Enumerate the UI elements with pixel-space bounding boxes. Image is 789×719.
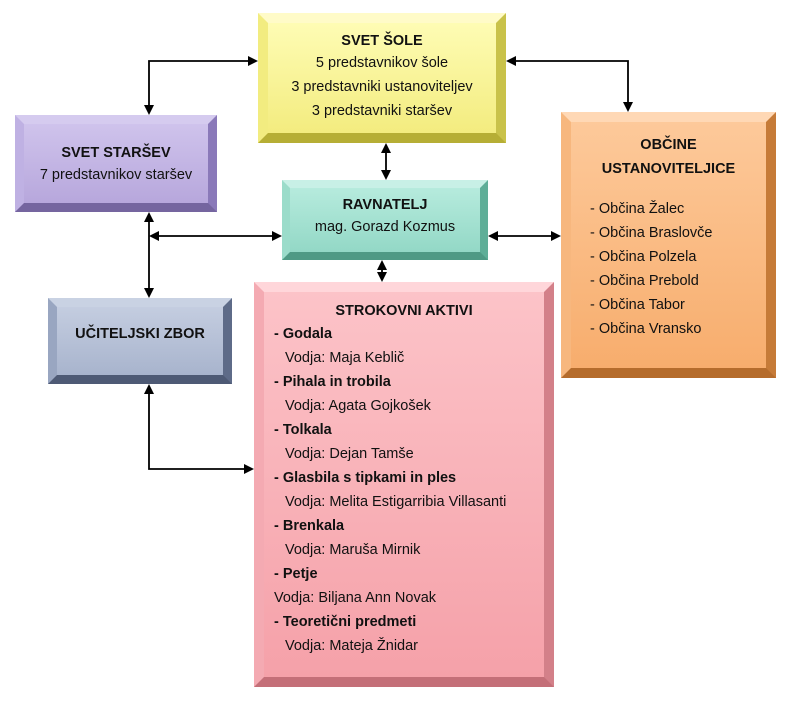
aktivi-list: - Godala Vodja: Maja Keblič - Pihala in … [264, 322, 544, 658]
svet-sole-line: 5 predstavnikov šole [315, 55, 449, 71]
svet-starsev-box: SVET STARŠEV 7 predstavnikov staršev [15, 115, 217, 212]
connector-zbor-aktivi [144, 384, 254, 474]
obcina-item: - Občina Prebold [590, 273, 699, 289]
obcina-item: - Občina Braslovče [590, 225, 713, 241]
connector-sole-starsev [144, 56, 258, 115]
uciteljski-zbor-face [57, 307, 223, 375]
obcina-item: - Občina Polzela [590, 249, 697, 265]
svet-sole-line: 3 predstavniki staršev [311, 103, 453, 119]
aktiv-group-name: - Teoretični predmeti [274, 614, 417, 630]
aktiv-group-leader: Vodja: Mateja Žnidar [285, 638, 418, 654]
obcina-item: - Občina Žalec [590, 201, 685, 217]
strokovni-aktivi-frame [254, 282, 554, 687]
obcina-item: - Občina Vransko [590, 321, 702, 337]
uciteljski-zbor-title: UČITELJSKI ZBOR [75, 326, 205, 342]
svet-sole-line: 3 predstavniki ustanoviteljev [291, 79, 473, 95]
obcine-title-line2: USTANOVITELJICE [601, 161, 736, 177]
aktiv-group-leader: Vodja: Dejan Tamše [285, 446, 414, 462]
ravnatelj-title: RAVNATELJ [342, 197, 428, 213]
ravnatelj-face [290, 188, 480, 252]
aktiv-group-leader: Vodja: Maruša Mirnik [285, 542, 421, 558]
svet-starsev-title: SVET STARŠEV [61, 145, 171, 161]
aktiv-group-name: - Brenkala [274, 518, 345, 534]
obcina-item: - Občina Tabor [590, 297, 685, 313]
strokovni-aktivi-title: STROKOVNI AKTIVI [335, 303, 473, 319]
aktiv-group-name: - Pihala in trobila [274, 374, 391, 390]
aktiv-group-name: - Petje [274, 566, 318, 582]
svet-sole-face [268, 23, 496, 133]
aktiv-group-name: - Tolkala [274, 422, 332, 438]
obcine-frame [561, 112, 776, 378]
svet-sole-box: SVET ŠOLE 5 predstavnikov šole 3 predsta… [258, 13, 506, 143]
svet-starsev-face [24, 124, 208, 203]
ravnatelj-frame [282, 180, 488, 260]
uciteljski-zbor-box: UČITELJSKI ZBOR [48, 298, 232, 384]
obcine-face [571, 122, 766, 368]
uciteljski-zbor-frame [48, 298, 232, 384]
svet-sole-title: SVET ŠOLE [341, 33, 423, 49]
obcine-title-line1: OBČINE [640, 137, 697, 153]
aktiv-group-name: - Godala [274, 326, 333, 342]
aktiv-group-leader: Vodja: Biljana Ann Novak [274, 590, 437, 606]
svet-starsev-line: 7 predstavnikov staršev [39, 167, 193, 183]
ravnatelj-box: RAVNATELJ mag. Gorazd Kozmus [282, 180, 488, 260]
ravnatelj-name: mag. Gorazd Kozmus [314, 219, 456, 235]
obcine-box: OBČINE USTANOVITELJICE - Občina Žalec - … [561, 112, 776, 378]
aktiv-group-leader: Vodja: Maja Keblič [285, 350, 405, 366]
obcine-list: - Občina Žalec - Občina Braslovče - Obči… [571, 197, 766, 341]
aktiv-group-leader: Vodja: Melita Estigarribia Villasanti [285, 494, 507, 510]
svet-starsev-frame [15, 115, 217, 212]
strokovni-aktivi-face [264, 292, 544, 677]
aktiv-group-leader: Vodja: Agata Gojkošek [285, 398, 431, 414]
strokovni-aktivi-box: STROKOVNI AKTIVI - Godala Vodja: Maja Ke… [254, 282, 554, 687]
aktiv-group-name: - Glasbila s tipkami in ples [274, 470, 457, 486]
connector-sole-obcine [506, 56, 633, 112]
